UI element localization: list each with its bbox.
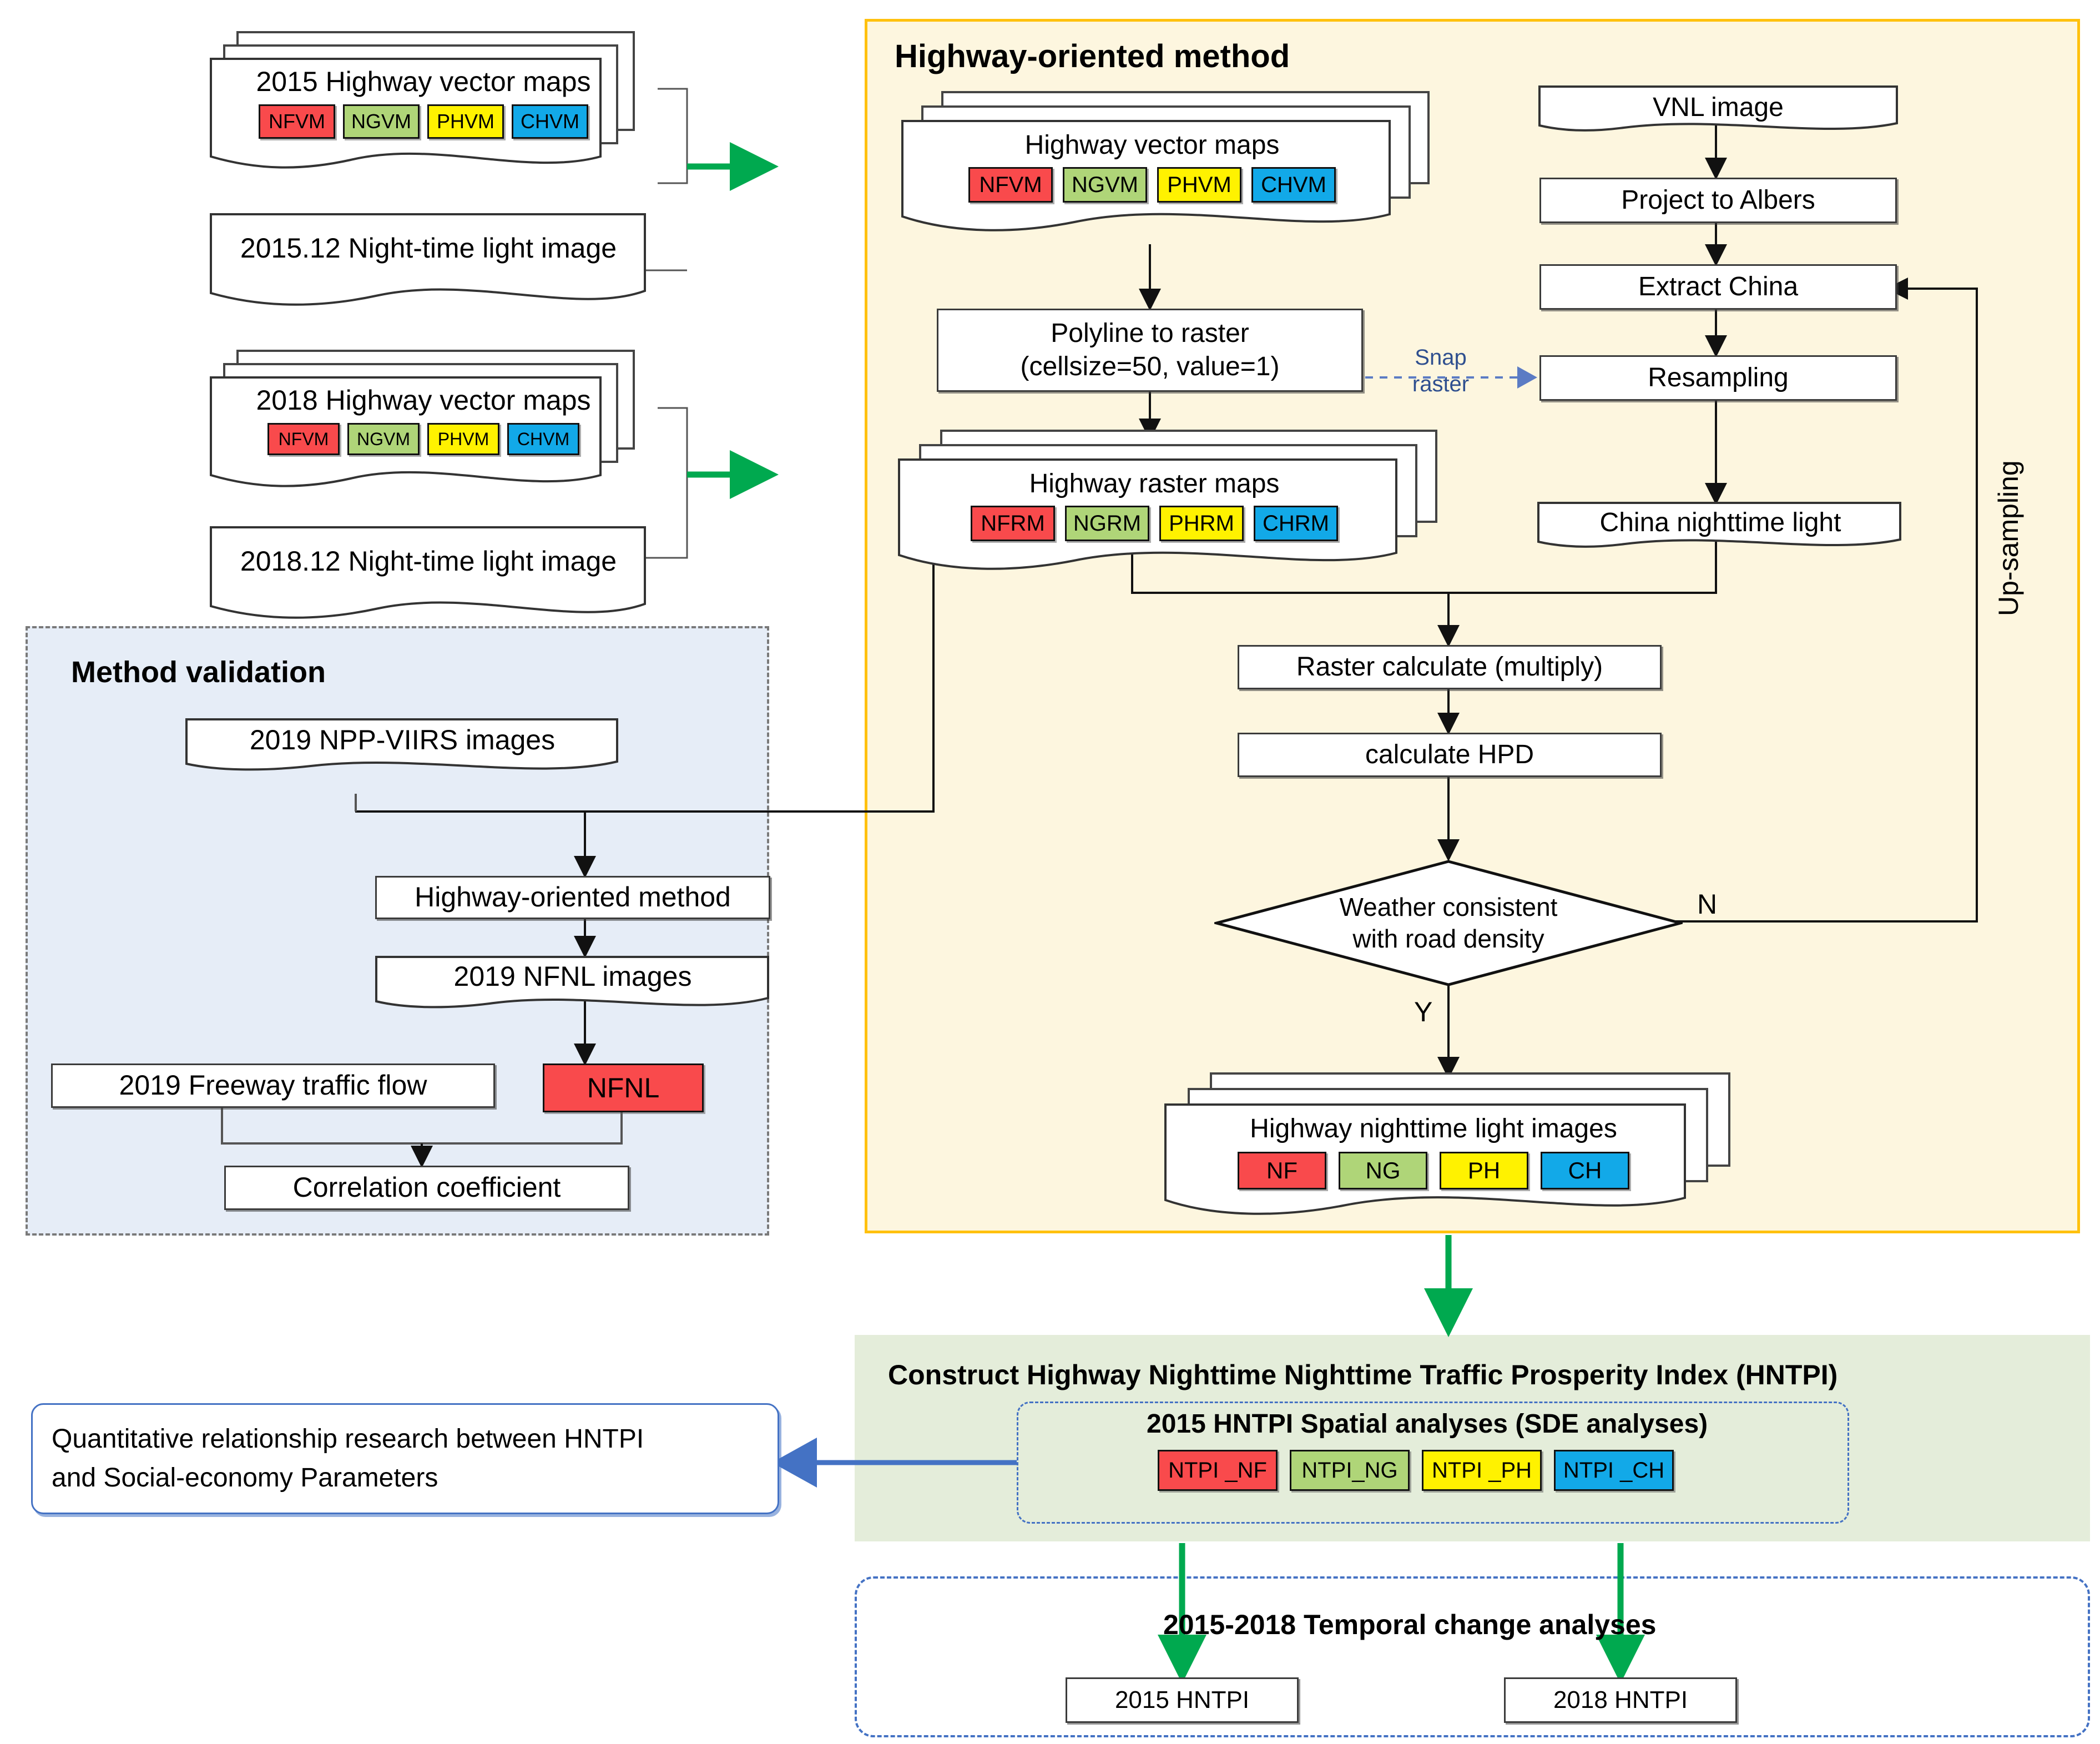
doc-vnl-image: VNL image (1535, 83, 1901, 150)
chip-ntpi-nf[interactable]: NTPI _NF (1158, 1450, 1278, 1491)
chip-phvm[interactable]: PHVM (427, 104, 504, 139)
hntpi-chip-row: NTPI _NF NTPI_NG NTPI _PH NTPI _CH (1158, 1450, 1674, 1491)
doc-title: VNL image (1653, 93, 1784, 122)
doc-2018-highway-vector-maps: 2018 Highway vector maps NFVM NGVM PHVM … (195, 339, 662, 505)
chip-ngvm[interactable]: NGVM (347, 423, 420, 455)
quantitative-line1: Quantitative relationship research betwe… (52, 1424, 644, 1454)
box-project-to-albers[interactable]: Project to Albers (1539, 178, 1897, 223)
snap-line2: raster (1412, 372, 1470, 396)
panel-hntpi (855, 1335, 2090, 1541)
chip-ng[interactable]: NG (1339, 1152, 1427, 1189)
decision-line1: Weather consistent (1339, 892, 1558, 921)
decision-weather-road-density[interactable] (1214, 859, 1683, 987)
label-temporal-change-analyses: 2015-2018 Temporal change analyses (1163, 1609, 1657, 1640)
label-spatial-analyses: 2015 HNTPI Spatial analyses (SDE analyse… (1147, 1409, 1708, 1439)
doc-title: 2015 Highway vector maps (256, 66, 591, 97)
doc-china-nighttime-light: China nighttime light (1534, 500, 1907, 572)
chip-phvm[interactable]: PHVM (427, 423, 499, 455)
chip-ntpi-ng[interactable]: NTPI_NG (1290, 1450, 1410, 1491)
chip-row: NFVM NGVM PHVM CHVM (968, 167, 1336, 203)
doc-title: 2019 NFNL images (453, 961, 692, 992)
polyline-line2: (cellsize=50, value=1) (1020, 352, 1280, 381)
label-up-sampling: Up-sampling (1993, 460, 2024, 616)
chip-nfnl[interactable]: NFNL (543, 1063, 704, 1112)
box-raster-calculate[interactable]: Raster calculate (multiply) (1238, 645, 1662, 689)
doc-title: 2019 NPP-VIIRS images (249, 724, 556, 755)
doc-2015-highway-vector-maps: 2015 Highway vector maps NFVM NGVM PHVM … (195, 20, 662, 187)
doc-2019-nfnl-images: 2019 NFNL images (373, 954, 773, 1037)
chip-row: NFVM NGVM PHVM CHVM (267, 423, 579, 455)
box-2018-hntpi[interactable]: 2018 HNTPI (1504, 1677, 1737, 1723)
chip-ch[interactable]: CH (1541, 1152, 1629, 1189)
box-extract-china[interactable]: Extract China (1539, 264, 1897, 310)
decision-label-no: N (1697, 889, 1718, 920)
chip-chrm[interactable]: CHRM (1254, 506, 1338, 541)
box-calculate-hpd[interactable]: calculate HPD (1238, 733, 1662, 777)
doc-2015-night-time-light-image: 2015.12 Night-time light image (195, 209, 662, 320)
chip-nfvm[interactable]: NFVM (968, 167, 1053, 203)
panel-title-highway-oriented-method: Highway-oriented method (895, 38, 1290, 74)
box-resampling[interactable]: Resampling (1539, 355, 1897, 401)
quantitative-line2: and Social-economy Parameters (52, 1463, 438, 1493)
label-snap-raster: Snap raster (1380, 344, 1502, 397)
chip-chvm[interactable]: CHVM (507, 423, 579, 455)
chip-ntpi-ch[interactable]: NTPI _CH (1554, 1450, 1674, 1491)
chip-nfvm[interactable]: NFVM (267, 423, 340, 455)
chip-ph[interactable]: PH (1440, 1152, 1528, 1189)
decision-label: Weather consistent with road density (1214, 859, 1683, 987)
doc-highway-nighttime-light-images: Highway nighttime light images NF NG PH … (1149, 1066, 1748, 1232)
box-correlation-coefficient[interactable]: Correlation coefficient (224, 1166, 629, 1210)
doc-highway-raster-maps: Highway raster maps NFRM NGRM PHRM CHRM (882, 422, 1454, 588)
polyline-line1: Polyline to raster (1051, 319, 1249, 348)
chip-row: NF NG PH CH (1238, 1152, 1629, 1189)
doc-2018-night-time-light-image: 2018.12 Night-time light image (195, 522, 662, 633)
chip-ngvm[interactable]: NGVM (343, 104, 420, 139)
doc-highway-vector-maps: Highway vector maps NFVM NGVM PHVM CHVM (886, 83, 1446, 250)
chip-chvm[interactable]: CHVM (512, 104, 588, 139)
box-2019-freeway-traffic-flow[interactable]: 2019 Freeway traffic flow (51, 1063, 495, 1108)
decision-label-yes: Y (1414, 996, 1433, 1027)
chip-ngrm[interactable]: NGRM (1065, 506, 1149, 541)
doc-title: Highway nighttime light images (1250, 1114, 1617, 1143)
chip-chvm[interactable]: CHVM (1251, 167, 1336, 203)
panel-temporal-change (855, 1576, 2090, 1737)
doc-title: 2018.12 Night-time light image (240, 546, 617, 577)
chip-phrm[interactable]: PHRM (1159, 506, 1244, 541)
box-2015-hntpi[interactable]: 2015 HNTPI (1066, 1677, 1299, 1723)
chip-nf[interactable]: NF (1238, 1152, 1326, 1189)
box-highway-oriented-method-validation[interactable]: Highway-oriented method (375, 876, 770, 919)
decision-line2: with road density (1352, 924, 1544, 953)
chip-row: NFRM NGRM PHRM CHRM (971, 506, 1338, 541)
panel-spatial-analyses (1017, 1402, 1849, 1524)
panel-title-hntpi: Construct Highway Nighttime Nighttime Tr… (888, 1359, 1838, 1390)
doc-title: Highway raster maps (1029, 469, 1280, 498)
chip-nfvm[interactable]: NFVM (259, 104, 335, 139)
box-polyline-to-raster[interactable]: Polyline to raster (cellsize=50, value=1… (937, 309, 1363, 392)
chip-nfrm[interactable]: NFRM (971, 506, 1055, 541)
chip-phvm[interactable]: PHVM (1157, 167, 1241, 203)
doc-2019-npp-viirs-images: 2019 NPP-VIIRS images (183, 716, 622, 799)
chip-ntpi-ph[interactable]: NTPI _PH (1422, 1450, 1542, 1491)
chip-row: NFVM NGVM PHVM CHVM (259, 104, 588, 139)
snap-line1: Snap (1415, 345, 1467, 370)
doc-title: China nighttime light (1599, 508, 1841, 537)
doc-title: Highway vector maps (1024, 130, 1280, 160)
panel-title-method-validation: Method validation (71, 656, 326, 689)
chip-ngvm[interactable]: NGVM (1063, 167, 1147, 203)
doc-title: 2018 Highway vector maps (256, 385, 591, 416)
doc-title: 2015.12 Night-time light image (240, 233, 617, 264)
box-quantitative-relationship[interactable]: Quantitative relationship research betwe… (31, 1403, 779, 1514)
